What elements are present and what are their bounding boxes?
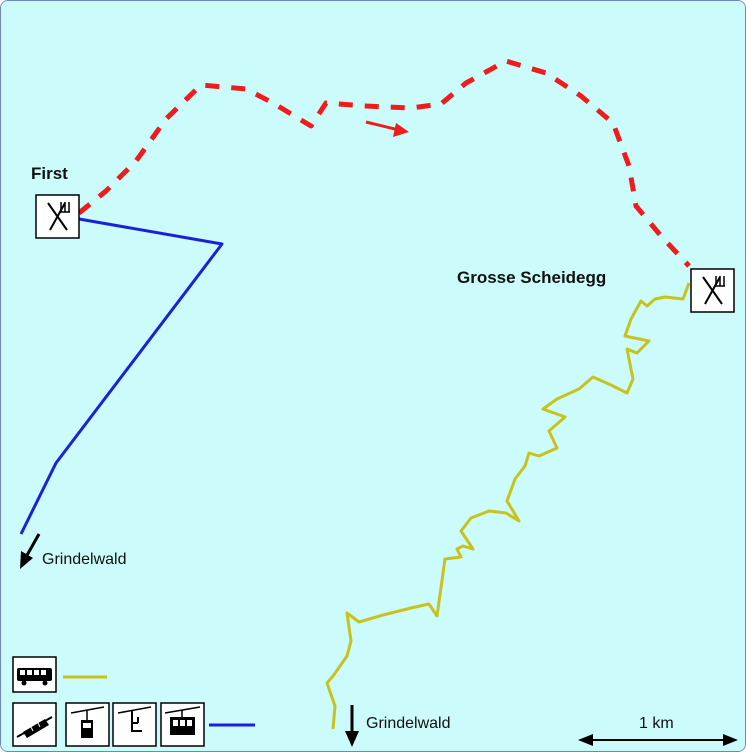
funicular-icon (16, 716, 53, 738)
cable-car-icon (164, 706, 201, 735)
arrow-down-icon (345, 705, 359, 747)
trail-direction-arrow-icon (365, 120, 409, 137)
legend-mountain-transport (12, 702, 255, 747)
bus-icon (17, 668, 52, 686)
place-label-grosse-scheidegg: Grosse Scheidegg (457, 268, 606, 287)
restaurant-icon-grosse-scheidegg (690, 268, 735, 313)
bus-route (325, 282, 691, 730)
direction-label-grindelwald-west: Grindelwald (42, 551, 126, 568)
cable-car-route (19, 217, 224, 535)
chairlift-icon (117, 706, 152, 732)
scale-label: 1 km (639, 715, 674, 732)
arrow-down-left-icon (20, 533, 41, 569)
direction-label-grindelwald-south: Grindelwald (366, 715, 450, 732)
scale-bar (578, 734, 738, 746)
restaurant-icon-first (35, 194, 80, 239)
place-label-first: First (31, 164, 68, 183)
legend-bus (12, 656, 107, 693)
gondola-icon (70, 706, 105, 738)
